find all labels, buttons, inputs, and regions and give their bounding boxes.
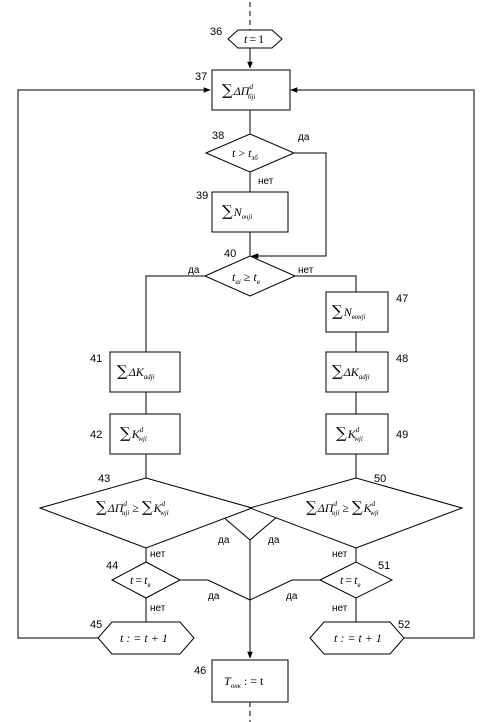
block-number: 47 xyxy=(396,293,408,305)
svg-text:t=tв: t=tв xyxy=(130,573,151,589)
edge-43-yes xyxy=(221,515,251,541)
label-no: нет xyxy=(332,603,348,614)
block-number: 41 xyxy=(90,353,102,365)
block-38-decision: 38 t>tзб да нет xyxy=(204,130,310,187)
svg-text:t : = t + 1: t : = t + 1 xyxy=(334,631,382,645)
label-no: нет xyxy=(258,176,274,187)
svg-text:∑ΔKadji: ∑ΔKadji xyxy=(117,362,155,381)
block-40-decision: 40 tai≥tв да нет xyxy=(188,248,314,297)
edge-50-yes xyxy=(249,515,279,541)
edge-44-yes xyxy=(180,579,251,601)
block-number: 49 xyxy=(396,429,408,441)
block-48-process: 48 ∑ΔKadji xyxy=(325,351,408,393)
svg-text:t=1: t=1 xyxy=(244,32,264,46)
block-52-loop-limit: 52 t : = t + 1 xyxy=(309,619,410,655)
block-number: 42 xyxy=(90,429,102,441)
block-45-loop-limit: 45 t : = t + 1 xyxy=(90,619,195,655)
block-number: 39 xyxy=(196,190,208,202)
label-yes: да xyxy=(298,132,310,143)
svg-text:t>tзб: t>tзб xyxy=(232,146,258,162)
block-number: 45 xyxy=(90,619,102,631)
label-no: нет xyxy=(332,549,348,560)
block-number: 37 xyxy=(195,71,207,83)
label-no: нет xyxy=(150,603,166,614)
svg-text:t=tв: t=tв xyxy=(340,573,361,589)
block-number: 51 xyxy=(378,560,390,572)
label-yes: да xyxy=(218,535,230,546)
loop-left xyxy=(17,87,211,639)
label-yes: да xyxy=(286,591,298,602)
block-number: 52 xyxy=(398,619,410,631)
svg-text:∑Nочji: ∑Nочji xyxy=(222,202,252,221)
svg-text:∑Nвонji: ∑Nвонji xyxy=(332,302,366,321)
svg-text:tai≥tв: tai≥tв xyxy=(232,270,260,286)
block-number: 38 xyxy=(212,130,224,142)
block-51-decision: 51 t=tв нет да xyxy=(286,560,394,614)
block-number: 46 xyxy=(194,665,206,677)
block-number: 36 xyxy=(210,26,222,38)
block-number: 43 xyxy=(98,473,110,485)
edge-40-yes xyxy=(145,275,205,352)
svg-text:∑ΔKadji: ∑ΔKadji xyxy=(332,362,370,381)
label-yes: да xyxy=(208,591,220,602)
block-number: 44 xyxy=(106,560,118,572)
edge-40-no xyxy=(295,275,357,292)
block-46-result: 46 Tонк: = t xyxy=(194,659,289,703)
block-39-process: 39 ∑Nочji xyxy=(196,190,289,233)
label-yes: да xyxy=(268,535,280,546)
edge-51-yes xyxy=(249,579,320,601)
block-44-decision: 44 t=tв нет да xyxy=(106,560,220,614)
block-number: 40 xyxy=(224,248,236,260)
svg-text:Tонк: = t: Tонк: = t xyxy=(224,674,264,690)
block-number: 50 xyxy=(374,473,386,485)
loop-right xyxy=(290,87,475,639)
label-yes: да xyxy=(188,265,200,276)
edge-38-yes xyxy=(251,152,327,259)
block-41-process: 41 ∑ΔKadji xyxy=(90,351,181,393)
block-36-start: 36 t=1 xyxy=(210,26,283,49)
block-number: 48 xyxy=(396,353,408,365)
label-no: нет xyxy=(150,549,166,560)
svg-text:t : = t + 1: t : = t + 1 xyxy=(120,631,168,645)
label-no: нет xyxy=(298,265,314,276)
block-47-process: 47 ∑Nвонji xyxy=(325,291,408,333)
